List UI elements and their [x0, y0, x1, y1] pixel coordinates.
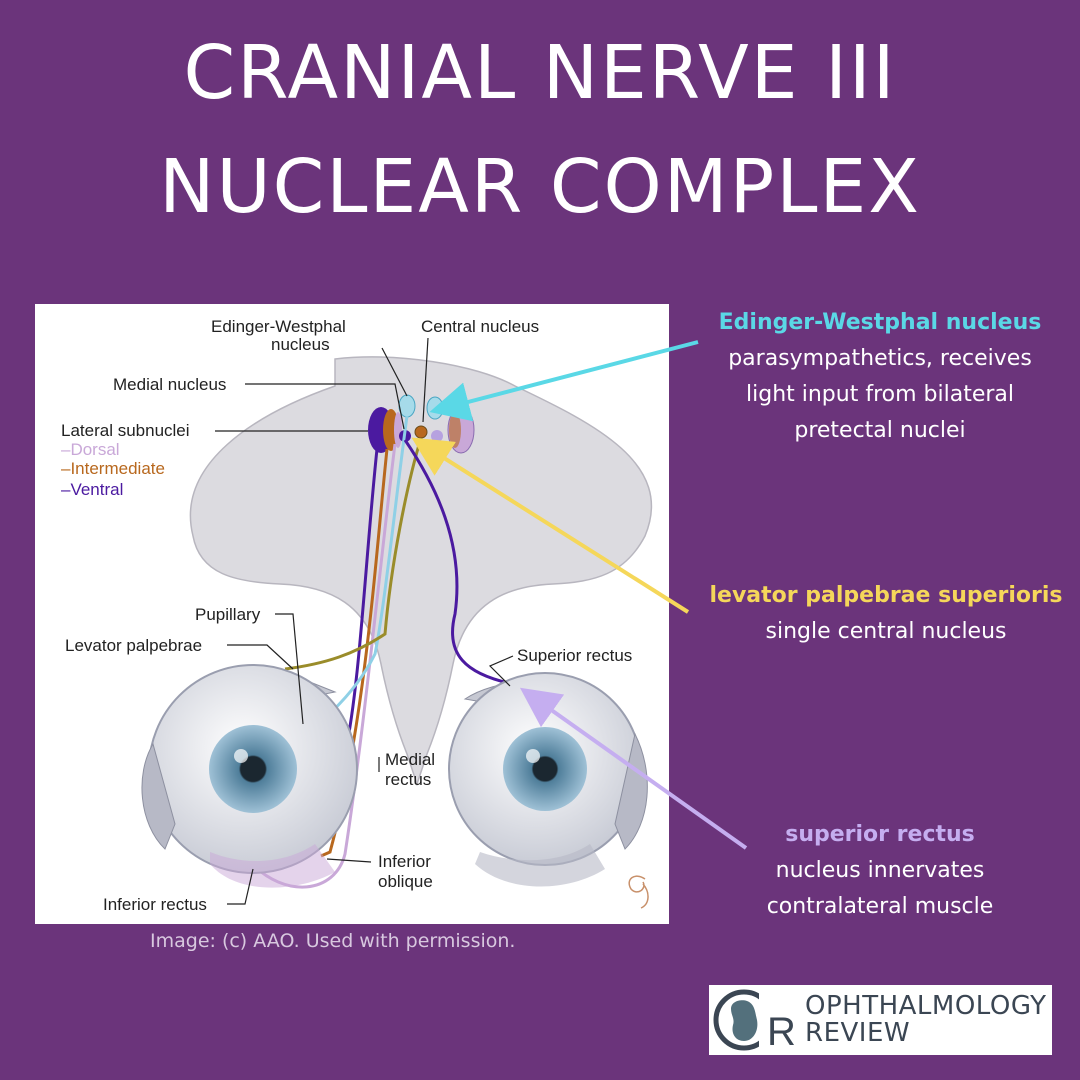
label-inferior-oblique: Inferior	[378, 852, 431, 871]
callout-levator: levator palpebrae superioris single cent…	[696, 578, 1076, 650]
ophthalmology-review-logo: R OPHTHALMOLOGY REVIEW	[709, 985, 1052, 1055]
callout-edinger-westphal-line1: parasympathetics, receives	[728, 346, 1032, 371]
label-edinger-westphal-2: nucleus	[271, 335, 330, 354]
callout-levator-line1: single central nucleus	[765, 619, 1007, 644]
label-superior-rectus: Superior rectus	[517, 646, 632, 665]
callout-levator-heading: levator palpebrae superioris	[709, 583, 1063, 608]
nuclear-complex-diagram: Edinger-Westphal nucleus Central nucleus…	[35, 304, 669, 924]
label-medial-rectus-2: rectus	[385, 770, 431, 789]
image-credit: Image: (c) AAO. Used with permission.	[150, 930, 516, 952]
label-lateral-subnuclei: Lateral subnuclei	[61, 421, 190, 440]
artist-signature	[628, 875, 649, 909]
title-line-2: NUCLEAR COMPLEX	[159, 144, 921, 230]
callout-superior-rectus-line1: nucleus innervates	[775, 858, 985, 883]
right-eye	[448, 672, 648, 887]
callout-edinger-westphal-heading: Edinger-Westphal nucleus	[718, 310, 1042, 335]
title-line-1: CRANIAL NERVE III	[183, 30, 897, 116]
label-medial-nucleus: Medial nucleus	[113, 375, 226, 394]
label-inferior-oblique-2: oblique	[378, 872, 433, 891]
left-eye	[141, 664, 358, 888]
label-pupillary: Pupillary	[195, 605, 261, 624]
medial-nucleus-right	[431, 430, 443, 442]
label-central-nucleus: Central nucleus	[421, 317, 539, 336]
logo-mark-icon: R	[713, 987, 796, 1053]
svg-text:R: R	[767, 1010, 796, 1053]
logo-text-line2: REVIEW	[805, 1018, 911, 1048]
label-levator-palpebrae: Levator palpebrae	[65, 636, 202, 655]
central-nucleus	[414, 425, 428, 439]
callout-superior-rectus: superior rectus nucleus innervates contr…	[740, 817, 1020, 925]
label-medial-rectus: Medial	[385, 750, 435, 769]
callout-edinger-westphal-line3: pretectal nuclei	[794, 418, 966, 443]
callout-edinger-westphal: Edinger-Westphal nucleus parasympathetic…	[700, 305, 1060, 449]
label-edinger-westphal: Edinger-Westphal	[211, 317, 346, 336]
label-intermediate: –Intermediate	[61, 459, 165, 478]
label-dorsal: –Dorsal	[61, 440, 120, 459]
label-ventral: –Ventral	[61, 480, 123, 499]
callout-superior-rectus-heading: superior rectus	[785, 822, 975, 847]
fiber-levator	[284, 437, 423, 671]
edinger-westphal-right	[426, 396, 444, 420]
lateral-subnuclei-dorsal	[394, 412, 402, 448]
callout-superior-rectus-line2: contralateral muscle	[766, 894, 994, 919]
logo-text-line1: OPHTHALMOLOGY	[805, 991, 1047, 1021]
fiber-ventral-medial-rectus	[343, 448, 379, 755]
callout-edinger-westphal-line2: light input from bilateral	[746, 382, 1014, 407]
label-inferior-rectus: Inferior rectus	[103, 895, 207, 914]
logo-text: OPHTHALMOLOGY REVIEW	[805, 993, 1047, 1047]
